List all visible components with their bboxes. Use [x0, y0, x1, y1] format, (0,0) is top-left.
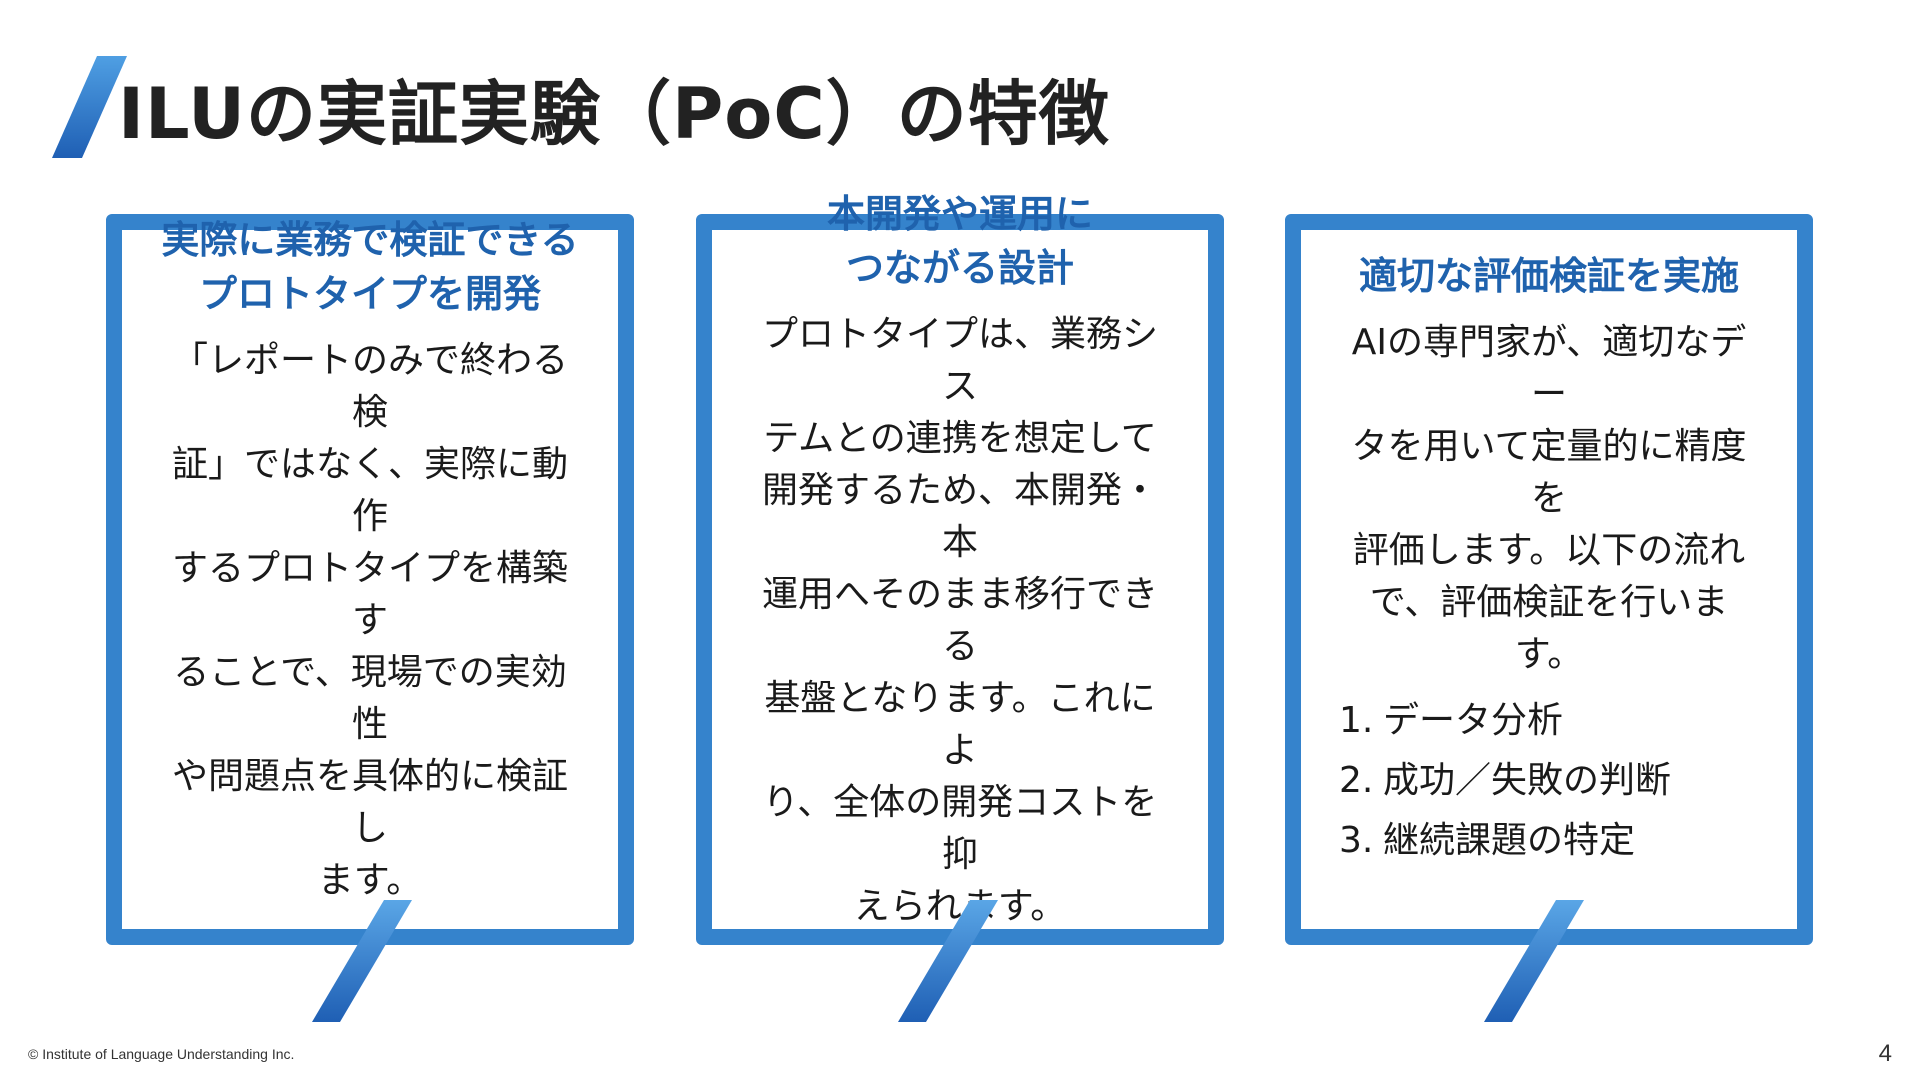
feature-card-prototype: 実際に業務で検証できる プロトタイプを開発 「レポートのみで終わる検 証」ではな…: [106, 214, 634, 945]
body-line: 基盤となります。これによ: [764, 677, 1156, 771]
list-item: 2.成功／失敗の判断: [1339, 751, 1759, 811]
copyright-footer: © Institute of Language Understanding In…: [28, 1046, 295, 1062]
card-heading: 実際に業務で検証できる プロトタイプを開発: [161, 213, 578, 321]
card-body: AIの専門家が、適切なデー タを用いて定量的に精度を 評価します。以下の流れ で…: [1339, 317, 1759, 681]
card-heading: 適切な評価検証を実施: [1359, 249, 1739, 303]
body-line: 運用へそのまま移行できる: [761, 573, 1158, 667]
step-label: データ分析: [1383, 699, 1564, 741]
step-label: 成功／失敗の判断: [1383, 759, 1672, 801]
list-item: 1.データ分析: [1339, 691, 1759, 751]
body-line: プロトタイプは、業務シス: [761, 313, 1158, 407]
heading-line: プロトタイプを開発: [198, 271, 541, 316]
body-line: 証」ではなく、実際に動作: [171, 443, 568, 537]
body-line: ます。: [317, 859, 423, 901]
card-heading: 本開発や運用に つながる設計: [827, 187, 1093, 295]
slide-title: ILUの実証実験（PoC）の特徴: [118, 73, 1110, 155]
evaluation-steps-list: 1.データ分析 2.成功／失敗の判断 3.継続課題の特定: [1339, 691, 1759, 871]
heading-line: 適切な評価検証を実施: [1358, 253, 1739, 298]
feature-card-evaluation: 適切な評価検証を実施 AIの専門家が、適切なデー タを用いて定量的に精度を 評価…: [1285, 214, 1813, 945]
body-line: 「レポートのみで終わる検: [171, 339, 568, 433]
heading-line: 本開発や運用に: [826, 191, 1093, 236]
body-line: テムとの連携を想定して: [763, 417, 1157, 459]
body-line: 評価します。以下の流れ: [1352, 529, 1746, 571]
body-line: するプロトタイプを構築す: [171, 547, 568, 641]
step-number: 3.: [1339, 819, 1374, 861]
heading-line: つながる設計: [845, 245, 1074, 290]
body-line: タを用いて定量的に精度を: [1351, 425, 1747, 519]
body-line: 開発するため、本開発・本: [761, 469, 1158, 563]
step-number: 1.: [1339, 699, 1374, 741]
step-label: 継続課題の特定: [1383, 819, 1636, 861]
list-item: 3.継続課題の特定: [1339, 811, 1759, 871]
feature-card-design: 本開発や運用に つながる設計 プロトタイプは、業務シス テムとの連携を想定して …: [696, 192, 1224, 945]
card-tail-slash: [898, 900, 998, 1022]
heading-line: 実際に業務で検証できる: [161, 217, 579, 262]
card-tail-slash: [312, 900, 412, 1022]
body-line: ることで、現場での実効性: [173, 651, 567, 745]
card-body: プロトタイプは、業務シス テムとの連携を想定して 開発するため、本開発・本 運用…: [750, 309, 1170, 933]
body-line: や問題点を具体的に検証し: [171, 755, 568, 849]
step-number: 2.: [1339, 759, 1374, 801]
card-tail-slash: [1484, 900, 1584, 1022]
card-body: 「レポートのみで終わる検 証」ではなく、実際に動作 するプロトタイプを構築す る…: [160, 335, 580, 907]
body-line: AIの専門家が、適切なデー: [1351, 321, 1747, 415]
body-line: で、評価検証を行います。: [1369, 581, 1729, 675]
body-line: り、全体の開発コストを抑: [762, 781, 1158, 875]
page-number: 4: [1878, 1040, 1892, 1067]
title-accent-slash: [52, 56, 127, 158]
